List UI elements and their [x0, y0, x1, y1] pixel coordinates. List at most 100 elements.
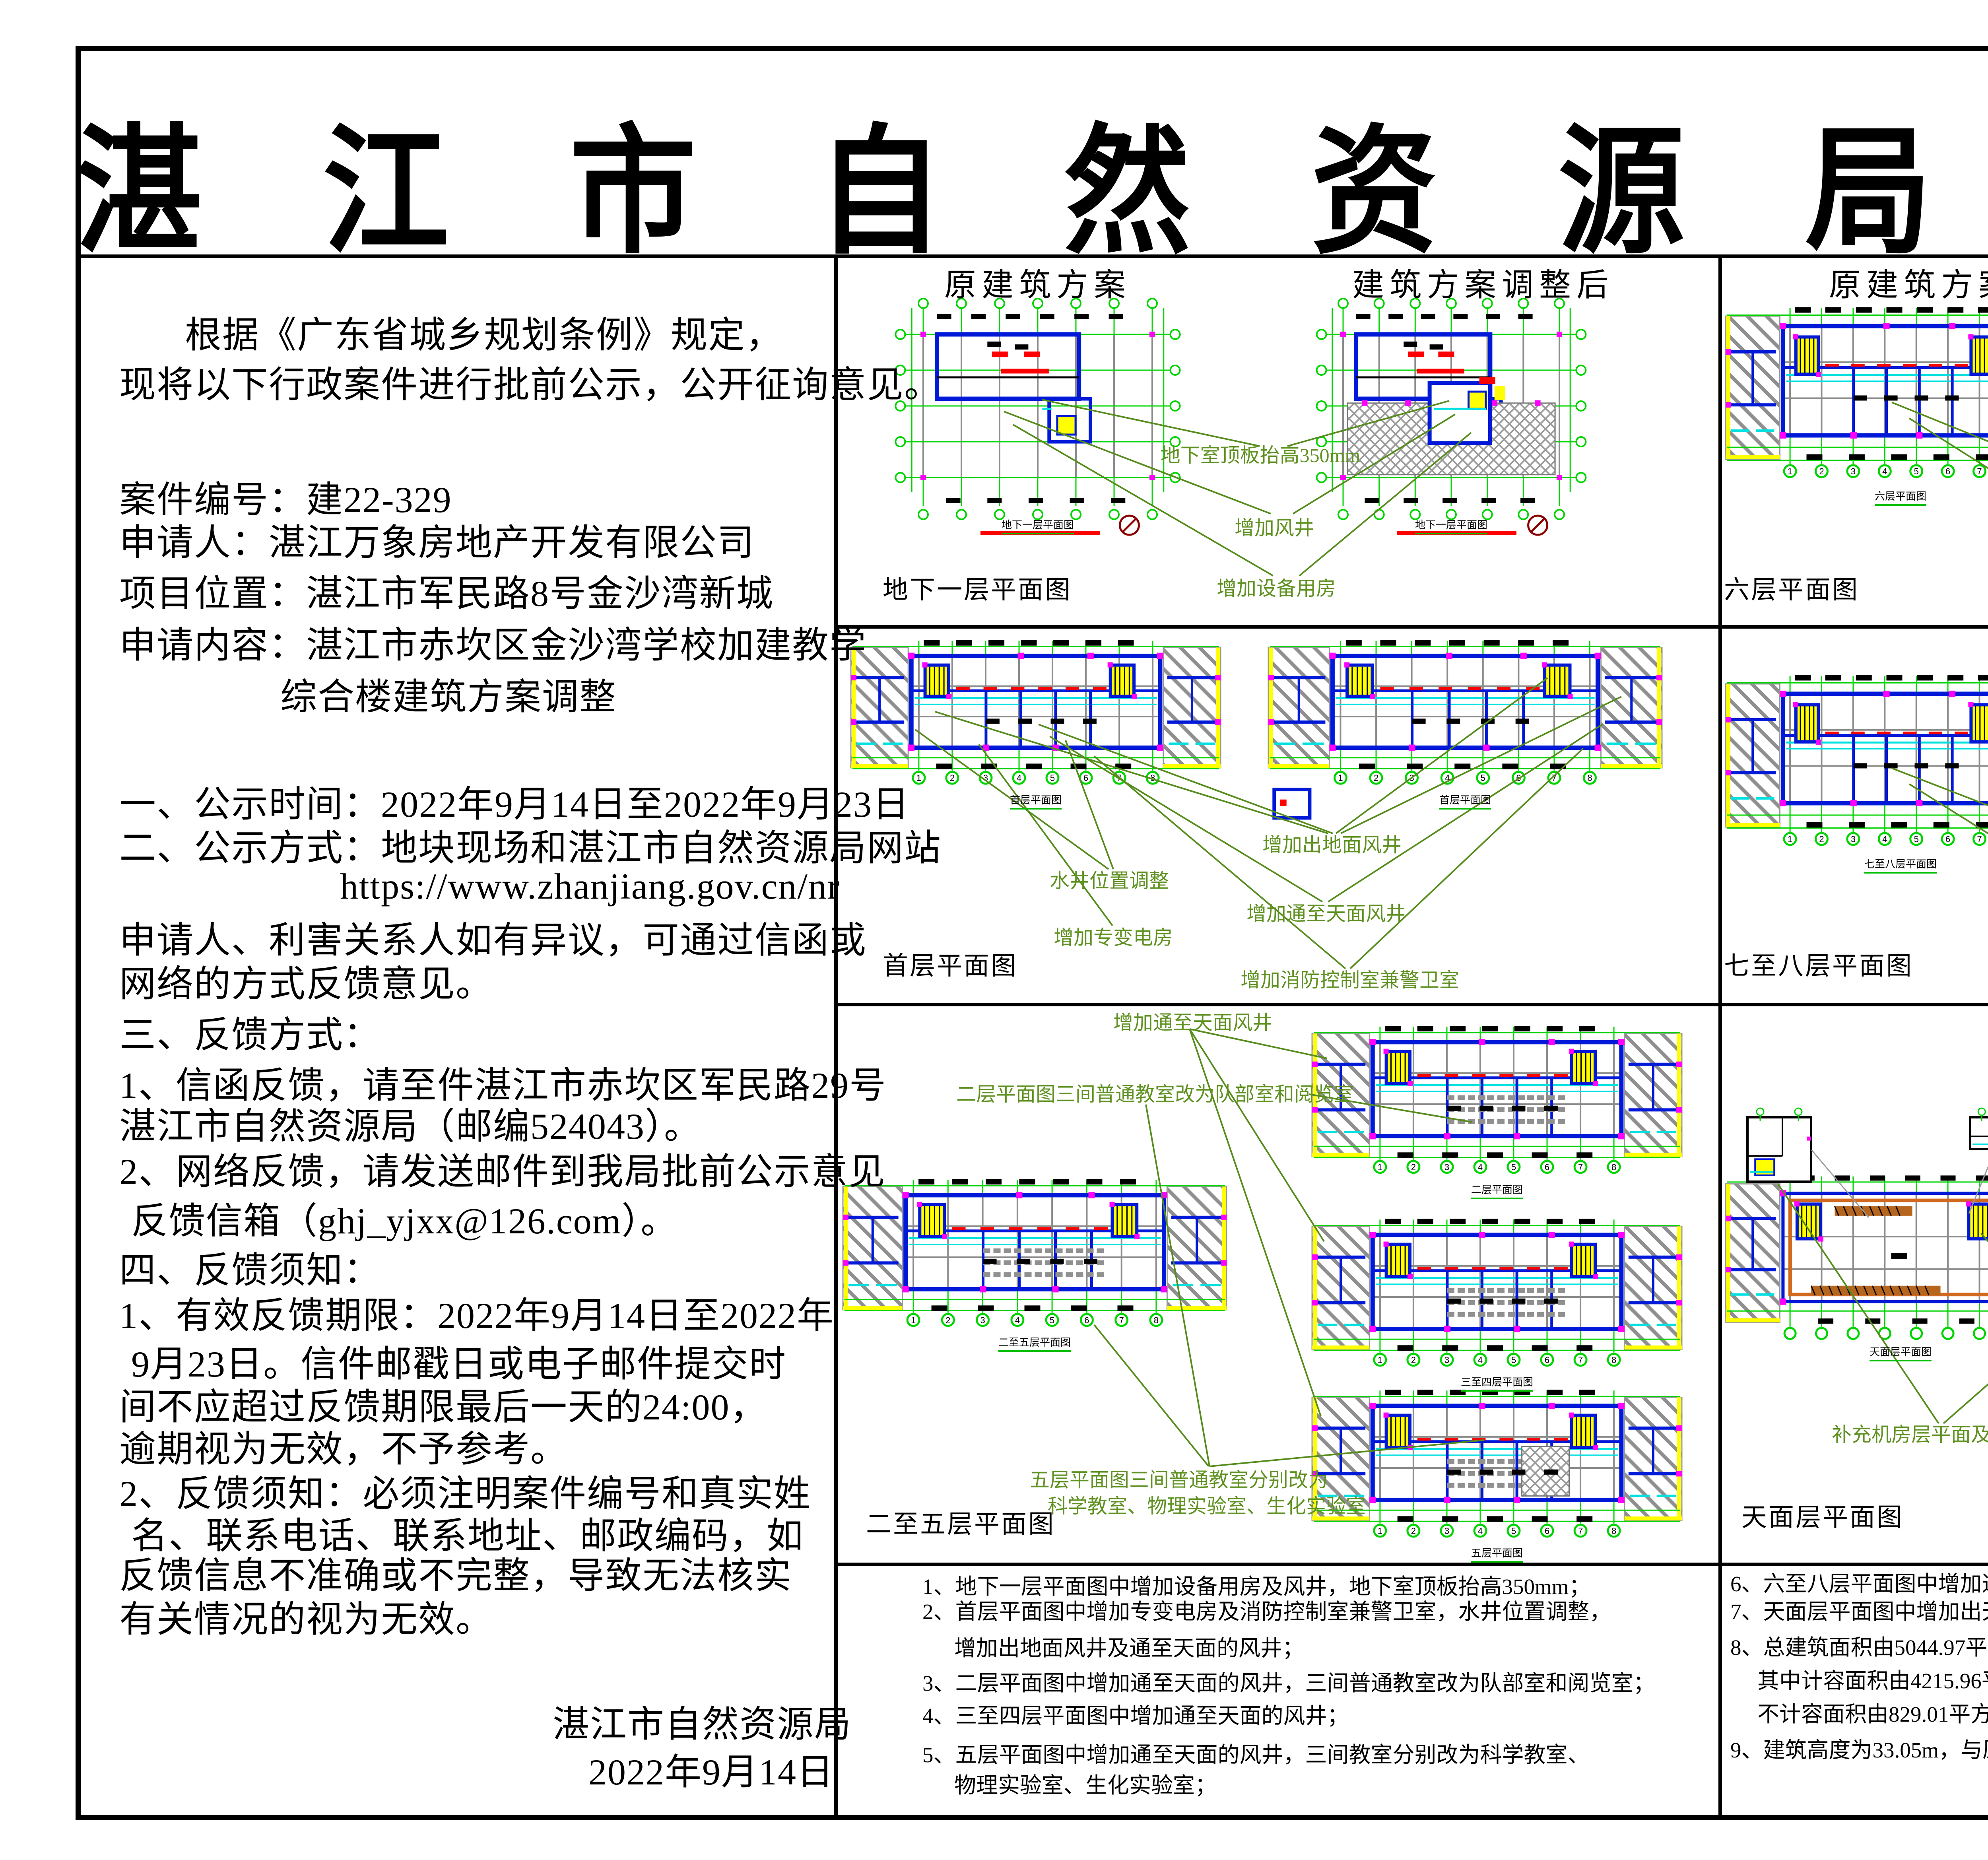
svg-text:3: 3 [980, 1315, 985, 1325]
annotation: 增加通至天面风井 [1246, 903, 1406, 925]
info-line: 申请人、利害关系人如有异议，可通过信函或 [119, 920, 867, 961]
plan-caption: 七至八层平面图 [1864, 856, 1937, 874]
svg-text:7: 7 [1977, 466, 1982, 476]
svg-text:8: 8 [1587, 773, 1592, 783]
svg-text:2: 2 [1819, 834, 1824, 844]
scheme-header: 建筑方案调整后 [1352, 268, 1614, 303]
title-divider [76, 254, 1988, 258]
info-line: 2、网络反馈，请发送邮件到我局批前公示意见 [119, 1151, 886, 1192]
annotation: 增加通至天面风井 [1113, 1012, 1272, 1034]
annotation: 增加风井 [1235, 517, 1314, 539]
info-line: 案件编号：建22-329 [119, 480, 452, 520]
svg-text:4: 4 [1478, 1162, 1483, 1172]
note-line: 8、总建筑面积由5044.97平方米调整为5125.78平方米，增加了80.81… [1730, 1635, 1988, 1660]
svg-text:5: 5 [1050, 1315, 1054, 1325]
info-line: 综合楼建筑方案调整 [280, 677, 617, 717]
annotation: 五层平面图三间普通教室分别改为 [1030, 1469, 1328, 1491]
svg-text:6: 6 [1545, 1355, 1549, 1365]
svg-text:7: 7 [1977, 834, 1982, 844]
plan-caption: 首层平面图 [1439, 792, 1491, 810]
info-line: 现将以下行政案件进行批前公示，公开征询意见。 [119, 365, 942, 405]
svg-text:7: 7 [1578, 1355, 1583, 1365]
svg-text:8: 8 [1150, 773, 1155, 783]
svg-text:5: 5 [1914, 834, 1919, 844]
svg-text:6: 6 [1083, 773, 1088, 783]
info-line: 逾期视为无效，不予参考。 [119, 1429, 568, 1470]
svg-text:8: 8 [1611, 1355, 1616, 1365]
svg-text:4: 4 [1882, 834, 1887, 844]
info-line: 反馈信箱（ghj_yjxx@126.com）。 [131, 1201, 678, 1241]
svg-text:5: 5 [1511, 1355, 1516, 1365]
svg-text:4: 4 [1882, 466, 1887, 476]
svg-text:5: 5 [1511, 1526, 1516, 1536]
svg-text:3: 3 [1444, 1526, 1449, 1536]
plan-label: 七至八层平面图 [1724, 952, 1913, 980]
svg-text:3: 3 [1851, 834, 1856, 844]
info-line: 反馈信息不准确或不完整，导致无法核实 [119, 1555, 792, 1596]
note-line: 4、三至四层平面图中增加通至天面的风井； [922, 1704, 1349, 1728]
svg-text:1: 1 [911, 1315, 916, 1325]
svg-text:8: 8 [1154, 1315, 1159, 1325]
signature: 湛江市自然资源局 [553, 1704, 852, 1745]
svg-text:4: 4 [1015, 1315, 1020, 1325]
info-line: 9月23日。信件邮戳日或电子邮件提交时 [131, 1344, 787, 1384]
annotation: 二层平面图三间普通教室改为队部室和阅览室 [956, 1083, 1354, 1105]
svg-text:2: 2 [945, 1315, 950, 1325]
info-line: 一、公示时间：2022年9月14日至2022年9月23日 [119, 784, 910, 825]
plan-caption: 五层平面图 [1471, 1545, 1523, 1563]
plan-label: 六层平面图 [1724, 576, 1859, 604]
note-line: 6、六至八层平面图中增加通至天面的风井，取消会议室，教师办公室分隔有变； [1730, 1572, 1988, 1596]
note-line: 7、天面层平面图中增加出天面的风井，取消女儿墙的构架，补充机房层平面及室外梯； [1730, 1600, 1988, 1624]
svg-text:2: 2 [1411, 1162, 1416, 1172]
note-line: 不计容面积由829.01平方米调整为810.28平方米，减少了18.73平方米。 [1757, 1702, 1988, 1726]
svg-text:6: 6 [1945, 466, 1950, 476]
svg-text:1: 1 [1378, 1162, 1382, 1172]
notes-divider [834, 1563, 1988, 1566]
svg-text:4: 4 [1478, 1355, 1483, 1365]
svg-text:5: 5 [1511, 1162, 1516, 1172]
svg-text:6: 6 [1545, 1526, 1549, 1536]
plan-caption: 二至五层平面图 [998, 1334, 1071, 1352]
info-line: 四、反馈须知： [119, 1250, 381, 1291]
svg-text:7: 7 [1578, 1162, 1583, 1172]
info-line: 有关情况的视为无效。 [119, 1599, 493, 1640]
plan-caption: 首层平面图 [1010, 792, 1062, 810]
note-line: 9、建筑高度为33.05m，与原批准高度一致。 [1730, 1738, 1988, 1762]
svg-text:3: 3 [1444, 1162, 1449, 1172]
note-line: 其中计容面积由4215.96平方米调整为4315.5平方米，增加了99.54平方… [1757, 1669, 1988, 1693]
info-line: 1、信函反馈，请至件湛江市赤坎区军民路29号 [119, 1065, 887, 1106]
note-line: 2、首层平面图中增加专变电房及消防控制室兼警卫室，水井位置调整， [922, 1600, 1611, 1624]
svg-text:3: 3 [1851, 466, 1856, 476]
scheme-header: 原建筑方案 [1829, 268, 1988, 303]
svg-text:2: 2 [1411, 1355, 1416, 1365]
signature-date: 2022年9月14日 [588, 1752, 834, 1792]
annotation: 科学教室、物理实验室、生化实验室 [1048, 1495, 1366, 1517]
svg-text:1: 1 [916, 773, 921, 783]
svg-text:6: 6 [1084, 1315, 1089, 1325]
info-line: 项目位置：湛江市军民路8号金沙湾新城 [119, 573, 774, 614]
info-line: https://www.zhanjiang.gov.cn/nr [340, 866, 841, 907]
annotation: 增加出地面风井 [1262, 834, 1402, 856]
column-divider-left [834, 254, 838, 1820]
plan-label: 天面层平面图 [1741, 1503, 1904, 1532]
right-row-divider-1 [1718, 625, 1988, 629]
annotation: 增加设备用房 [1217, 577, 1336, 600]
plan-caption: 二层平面图 [1471, 1182, 1523, 1199]
right-row-divider-2 [1718, 1003, 1988, 1006]
info-line: 申请内容：湛江市赤坎区金沙湾学校加建教学 [119, 625, 867, 666]
svg-text:2: 2 [1411, 1526, 1416, 1536]
svg-text:5: 5 [1914, 466, 1919, 476]
annotation: 增加专变电房 [1054, 926, 1173, 949]
plan-label: 二至五层平面图 [866, 1510, 1055, 1538]
svg-text:1: 1 [1788, 834, 1792, 844]
info-line: 根据《广东省城乡规划条例》规定， [185, 315, 783, 355]
svg-text:1: 1 [1378, 1526, 1382, 1536]
info-line: 2、反馈须知：必须注明案件编号和真实姓 [119, 1474, 812, 1514]
svg-text:3: 3 [1444, 1355, 1449, 1365]
info-line: 间不应超过反馈期限最后一天的24:00， [119, 1387, 767, 1427]
info-line: 1、有效反馈期限：2022年9月14日至2022年 [119, 1295, 835, 1336]
plan-label: 首层平面图 [883, 952, 1018, 980]
info-line: 三、反馈方式： [119, 1015, 381, 1055]
svg-text:7: 7 [1119, 1315, 1124, 1325]
